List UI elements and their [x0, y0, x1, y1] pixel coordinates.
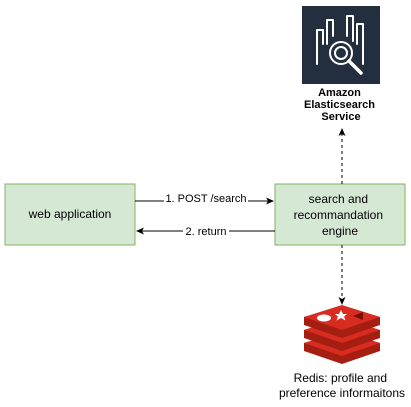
search-engine-label-line-1: search and — [309, 192, 368, 206]
elasticsearch-icon[interactable] — [302, 6, 380, 84]
post-search-edge: 1. POST /search — [135, 193, 274, 207]
redis-icon[interactable] — [304, 305, 380, 364]
redis-label: Redis: profile and preference informaito… — [279, 371, 405, 400]
search-engine-node[interactable]: search and recommandation engine — [274, 183, 406, 246]
return-edge: 2. return — [136, 225, 275, 238]
post-search-label: 1. POST /search — [165, 193, 246, 205]
search-engine-label-line-2: recommandation — [294, 208, 383, 222]
search-engine-label-line-3: engine — [322, 224, 358, 238]
elasticsearch-label: Amazon Elasticsearch Service — [304, 87, 378, 123]
return-label: 2. return — [186, 226, 227, 238]
web-application-label: web application — [28, 207, 112, 221]
elasticsearch-label-line-2: Elasticsearch — [304, 99, 375, 111]
web-application-node[interactable]: web application — [4, 183, 136, 246]
elasticsearch-label-line-3: Service — [321, 111, 360, 123]
search-engine-label: search and recommandation engine — [294, 192, 387, 238]
redis-label-line-2: preference informaitons — [279, 386, 405, 400]
redis-label-line-1: Redis: profile and — [294, 371, 387, 385]
elasticsearch-label-line-1: Amazon — [318, 87, 361, 99]
